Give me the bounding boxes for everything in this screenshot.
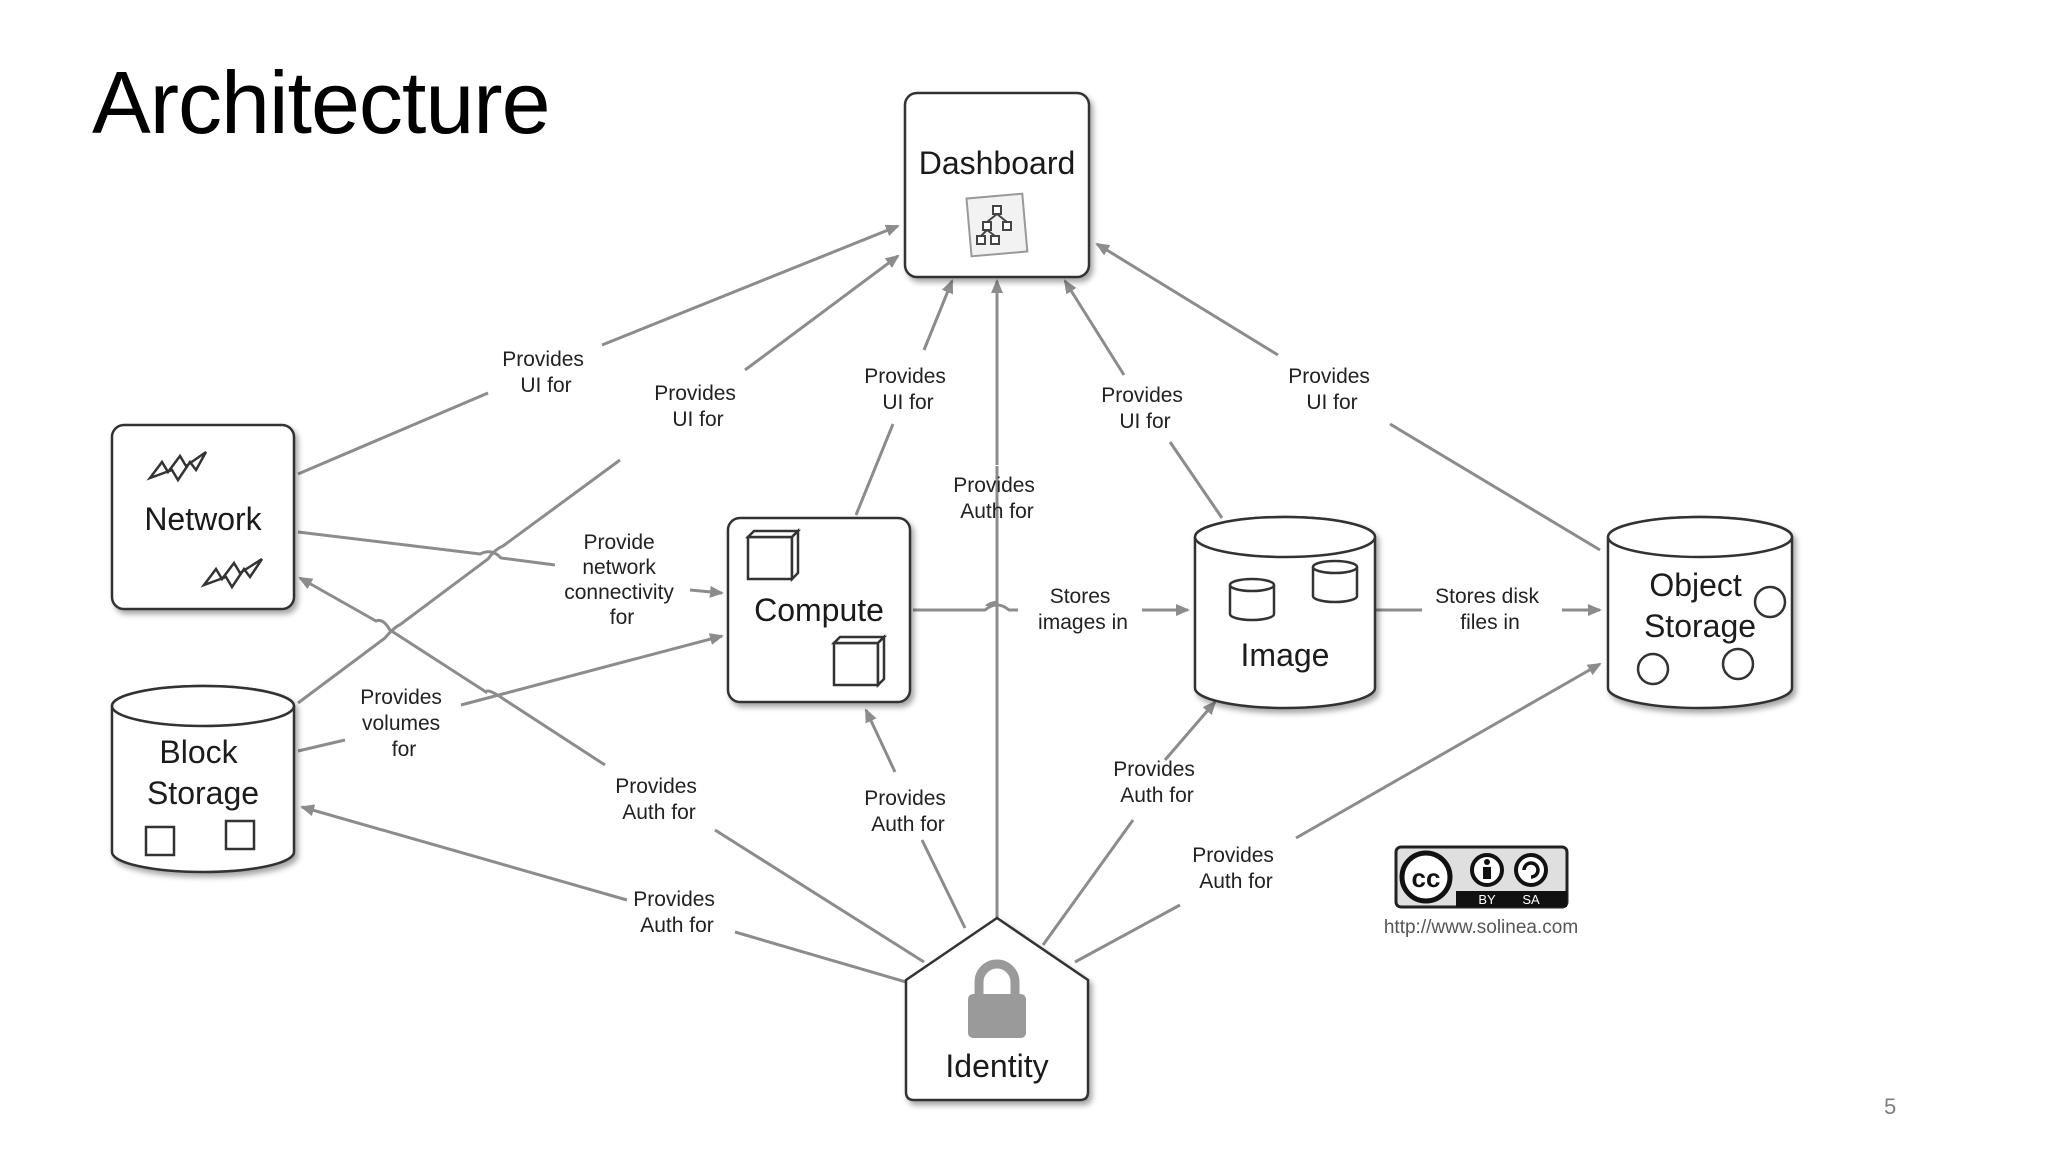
cc-icon: cc (1399, 850, 1453, 904)
edge-network-dashboard-2 (601, 224, 900, 347)
edge-identity-network-2 (298, 576, 606, 767)
edge-identity-compute-2 (864, 708, 897, 773)
node-image: Image (1193, 515, 1377, 710)
edge-block-compute (297, 738, 346, 753)
edge-network-dashboard (297, 391, 489, 476)
object-storage-label: Object Storage (1644, 567, 1756, 644)
slide-title: Architecture (92, 53, 551, 152)
solinea-url: http://www.solinea.com (1384, 917, 1578, 938)
edge-identity-compute (920, 839, 967, 929)
by-text: BY (1478, 892, 1496, 907)
edge-compute-dashboard (854, 423, 895, 516)
small-cylinder-icon (1228, 559, 1359, 622)
label-ident-dash: Provides Auth for (953, 474, 1041, 523)
edges (297, 224, 1602, 984)
node-network: Network (110, 423, 296, 611)
edge-identity-object-2 (1295, 662, 1602, 840)
edge-identity-object (1074, 903, 1181, 964)
edge-identity-image-2 (1163, 700, 1217, 761)
label-ident-block: Provides Auth for (633, 888, 721, 937)
edge-block-dashboard (297, 458, 621, 705)
node-compute: Compute (726, 516, 912, 704)
label-comp-dash: Provides UI for (864, 365, 952, 414)
hierarchy-icon (965, 192, 1029, 258)
sa-text: SA (1522, 892, 1540, 907)
edge-object-dashboard-2 (1095, 242, 1279, 357)
label-obj-dash: Provides UI for (1288, 365, 1376, 414)
edge-network-compute-2 (689, 585, 724, 598)
label-ident-image: Provides Auth for (1113, 758, 1201, 807)
block-storage-label: Block Storage (147, 734, 259, 811)
cube-icon-2 (830, 633, 888, 689)
edge-compute-image (913, 603, 1018, 612)
share-alike-icon (1514, 853, 1548, 887)
edge-compute-dashboard-2 (922, 279, 954, 351)
edge-identity-block (734, 930, 907, 984)
node-identity: Identity (904, 916, 1090, 1102)
edge-image-dashboard-2 (1063, 279, 1126, 376)
square-icon (144, 819, 256, 857)
label-image-obj: Stores disk files in (1435, 585, 1545, 634)
edge-network-compute (297, 530, 556, 567)
node-block-storage: Block Storage (110, 684, 296, 874)
edge-identity-image (1041, 819, 1135, 946)
edge-identity-network (714, 828, 925, 964)
page-number: 5 (1884, 1094, 1897, 1119)
label-net-dash: Provides UI for (502, 348, 590, 397)
image-label: Image (1241, 637, 1330, 673)
circle-icon (1636, 585, 1787, 686)
cube-icon (744, 527, 802, 583)
edge-block-dashboard-2 (744, 254, 900, 372)
compute-label: Compute (754, 592, 884, 628)
svg-text:cc: cc (1412, 863, 1441, 893)
label-block-dash: Provides UI for (654, 382, 742, 431)
dashboard-label: Dashboard (919, 145, 1076, 181)
cc-license-badge: cc BY SA (1394, 845, 1569, 909)
label-image-dash: Provides UI for (1101, 384, 1189, 433)
edge-object-dashboard (1389, 422, 1601, 552)
label-ident-obj: Provides Auth for (1192, 844, 1280, 893)
attribution-icon (1470, 853, 1504, 887)
label-comp-image: Stores images in (1038, 585, 1128, 634)
edge-labels: Provides UI for Provides UI for Provides… (360, 348, 1545, 937)
edge-identity-block-2 (300, 804, 628, 902)
lightning-icon (146, 450, 264, 590)
node-dashboard: Dashboard (903, 91, 1091, 279)
network-label: Network (144, 501, 262, 537)
label-block-comp: Provides volumes for (360, 686, 448, 761)
edge-identity-dashboard (985, 600, 999, 918)
identity-label: Identity (945, 1048, 1048, 1084)
lock-icon (968, 959, 1026, 1038)
edge-image-dashboard (1168, 441, 1224, 519)
label-ident-net: Provides Auth for (615, 775, 703, 824)
label-ident-comp: Provides Auth for (864, 787, 952, 836)
label-net-comp: Provide network connectivity for (564, 531, 680, 629)
edge-block-compute-2 (460, 633, 724, 707)
